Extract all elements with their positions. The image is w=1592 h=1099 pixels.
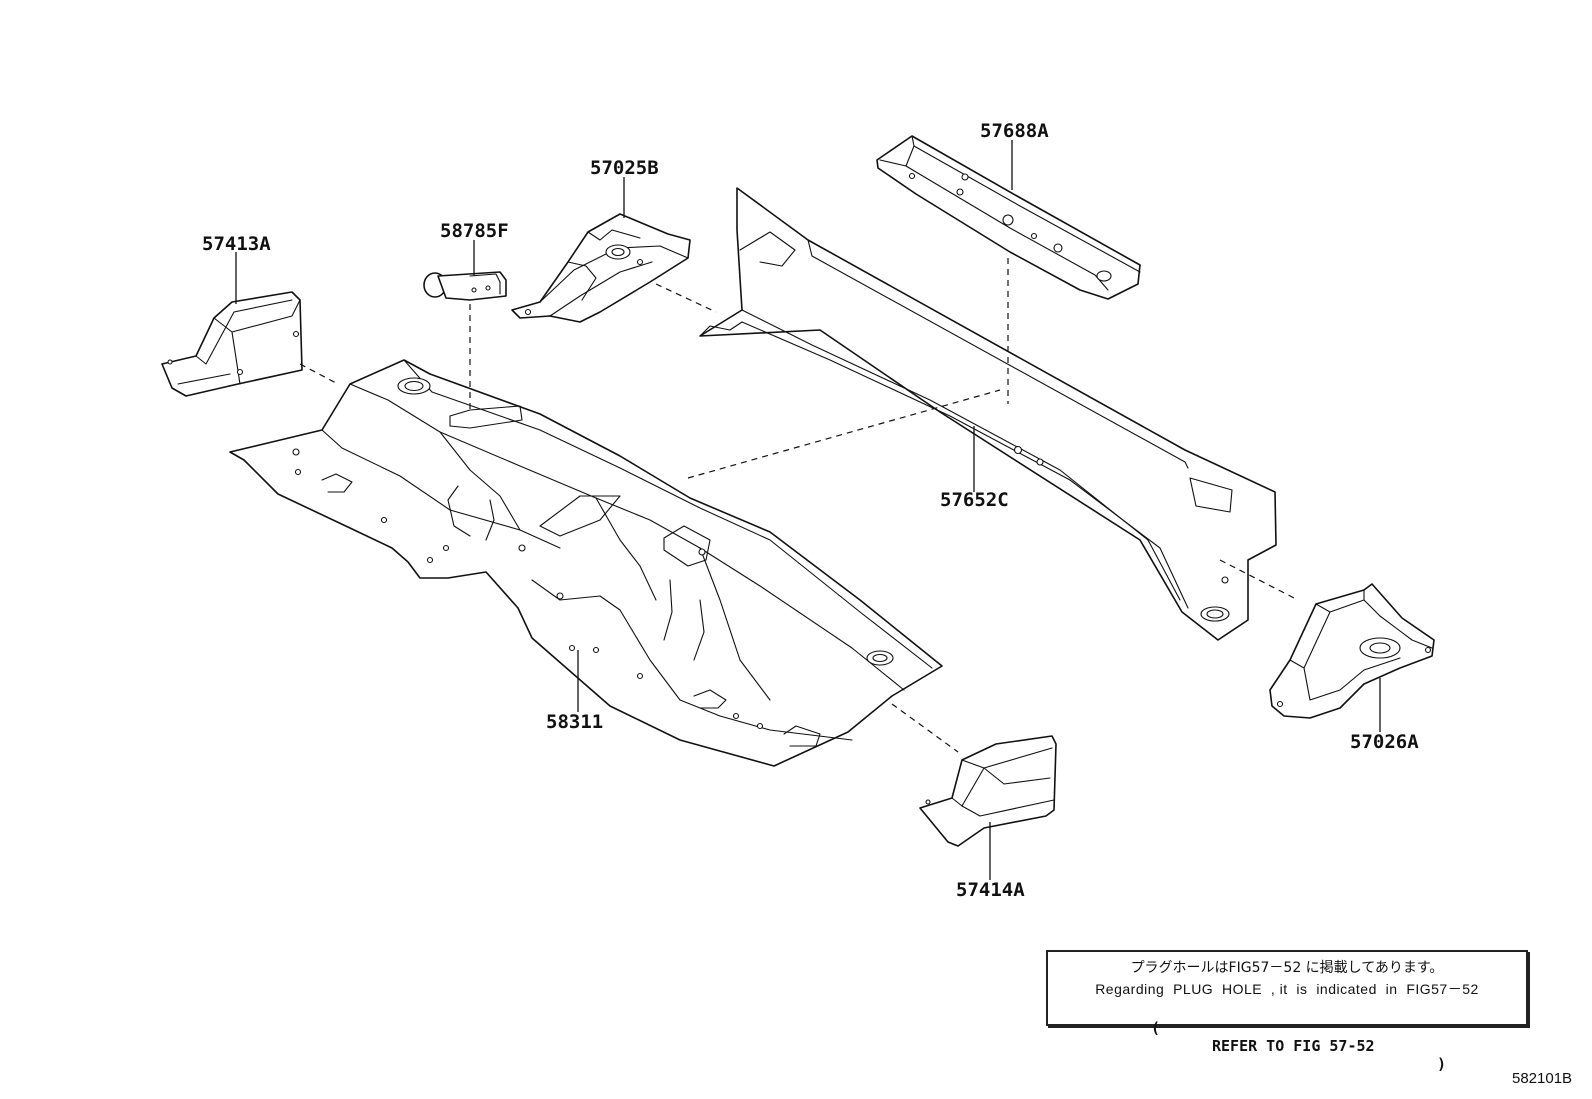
- label-57688A: 57688A: [980, 120, 1049, 142]
- reference-open-paren: (: [1151, 1019, 1161, 1037]
- installation-lines: [299, 258, 1299, 753]
- label-57414A: 57414A: [956, 879, 1025, 901]
- part-57026A-drawing: [1269, 583, 1435, 719]
- reference-close-paren: ): [1436, 1055, 1446, 1073]
- label-57025B: 57025B: [590, 157, 659, 179]
- part-57414A-drawing: [919, 735, 1057, 847]
- part-57652C-drawing: [699, 187, 1277, 641]
- reference-link-text[interactable]: REFER TO FIG 57-52: [1212, 1037, 1375, 1055]
- leader-lines: [235, 140, 1381, 880]
- figure-code: 582101B: [1512, 1070, 1573, 1087]
- part-57025B-drawing: [511, 213, 691, 323]
- label-58785F: 58785F: [440, 220, 509, 242]
- part-57688A-drawing: [876, 135, 1141, 300]
- note-english-text: Regarding PLUG HOLE , it is indicated in…: [1095, 981, 1479, 997]
- label-57413A: 57413A: [202, 233, 271, 255]
- note-reference: ( REFER TO FIG 57-52 ): [1048, 1001, 1526, 1091]
- part-57413A-drawing: [161, 291, 303, 397]
- part-58785F-drawing: [423, 271, 507, 301]
- note-japanese-text: プラグホールはFIG57－52 に掲載してあります。: [1130, 960, 1444, 976]
- plug-hole-note: プラグホールはFIG57－52 に掲載してあります。 Regarding PLU…: [1046, 950, 1528, 1073]
- label-57026A: 57026A: [1350, 731, 1419, 753]
- label-57652C: 57652C: [940, 489, 1009, 511]
- part-labels: 57688A 57025B 58785F 57413A 57652C 58311…: [202, 120, 1419, 901]
- label-58311: 58311: [546, 711, 603, 733]
- part-58311-drawing: [229, 359, 943, 767]
